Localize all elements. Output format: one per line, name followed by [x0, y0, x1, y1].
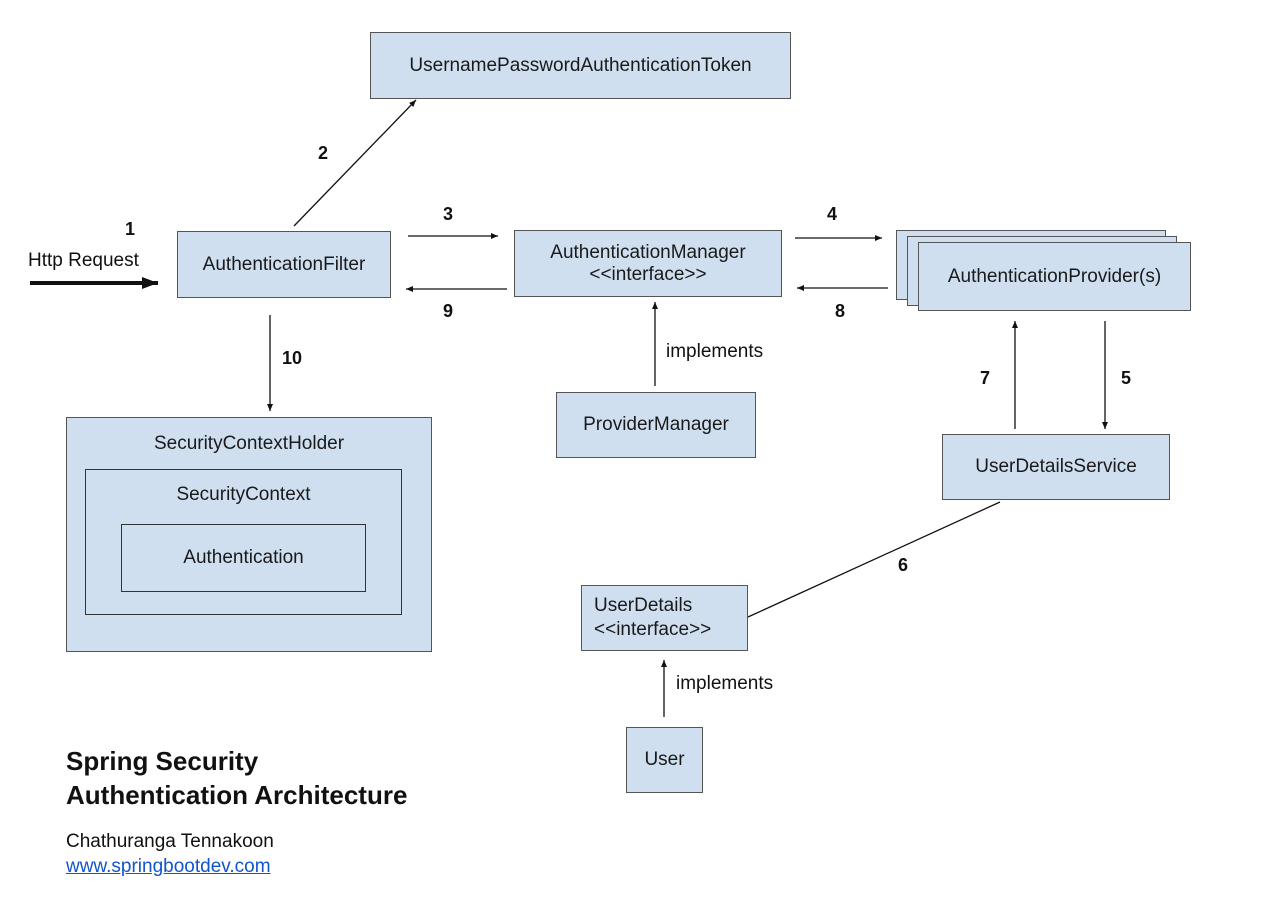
step-9-label: 9	[443, 301, 454, 321]
authentication-provider-label: AuthenticationProvider(s)	[947, 265, 1162, 287]
user-label: User	[644, 749, 685, 770]
step-5-label: 5	[1121, 368, 1132, 388]
provider-manager-box: ProviderManager	[556, 392, 756, 458]
authentication-filter-box: AuthenticationFilter	[177, 231, 391, 298]
step-4-label: 4	[827, 204, 838, 224]
http-request-label: Http Request	[28, 250, 139, 271]
user-details-service-label: UserDetailsService	[975, 456, 1137, 477]
step-10-label: 10	[282, 348, 303, 368]
author-name: Chathuranga Tennakoon	[66, 831, 274, 852]
security-context-holder-box: SecurityContextHolder SecurityContext Au…	[66, 417, 432, 652]
authentication-manager-stereotype: <<interface>>	[589, 263, 707, 285]
step-6-label: 6	[898, 555, 909, 575]
user-details-box: UserDetails <<interface>>	[581, 585, 748, 651]
authentication-label: Authentication	[183, 547, 304, 568]
step-1-label: 1	[125, 219, 136, 239]
step-2-label: 2	[318, 143, 329, 163]
step-3-label: 3	[443, 204, 454, 224]
diagram-title-line1: Spring Security	[66, 746, 259, 776]
diagram-title-line2: Authentication Architecture	[66, 780, 408, 810]
authentication-provider-box: AuthenticationProvider(s)	[918, 242, 1191, 311]
user-box: User	[626, 727, 703, 793]
diagram-title: Spring Security Authentication Architect…	[66, 744, 407, 812]
provider-manager-label: ProviderManager	[583, 414, 729, 435]
step-8-label: 8	[835, 301, 846, 321]
user-details-label: UserDetails	[594, 595, 693, 616]
username-password-token-box: UsernamePasswordAuthenticationToken	[370, 32, 791, 99]
author-website-link[interactable]: www.springbootdev.com	[66, 856, 271, 877]
implements-user-label: implements	[676, 673, 774, 694]
user-details-stereotype: <<interface>>	[594, 619, 712, 640]
authentication-box: Authentication	[121, 524, 366, 592]
security-context-holder-label: SecurityContextHolder	[153, 433, 345, 454]
username-password-token-label: UsernamePasswordAuthenticationToken	[409, 54, 752, 76]
step-7-label: 7	[980, 368, 991, 388]
arrow-2-filter-to-token	[293, 99, 417, 227]
authentication-filter-label: AuthenticationFilter	[202, 253, 366, 275]
user-details-service-box: UserDetailsService	[942, 434, 1170, 500]
authentication-manager-box: AuthenticationManager <<interface>>	[514, 230, 782, 297]
implements-manager-label: implements	[666, 341, 764, 362]
authentication-manager-label: AuthenticationManager	[550, 241, 746, 263]
line-6-service-to-userdetails	[747, 501, 1001, 618]
security-context-label: SecurityContext	[176, 484, 311, 505]
security-context-box: SecurityContext Authentication	[85, 469, 402, 615]
